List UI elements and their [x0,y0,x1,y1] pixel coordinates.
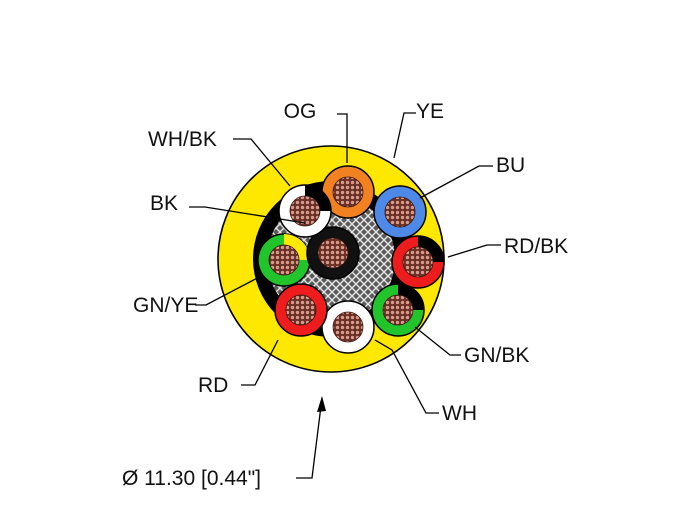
leader-line-gn-bk [414,326,461,356]
strands-rd [285,294,317,326]
leader-line-og [337,113,348,163]
conductor-gn-ye [257,233,311,287]
leader-line-bk [189,206,306,224]
conductor-group [257,165,445,354]
label-bk: BK [150,192,178,215]
diameter-label: Ø 11.30 [0.44"] [122,467,261,490]
leader-line-bu [419,165,493,199]
label-rd: RD [198,374,228,397]
leader-line-rd [241,339,279,386]
label-wh: WH [442,402,477,425]
label-bu: BU [496,154,525,177]
conductor-bu [373,185,427,239]
strands-bu [384,196,416,228]
label-group: OG BU RD/BK GN/BK WH RD GN/YE BK WH/BK YE [133,100,568,425]
label-gn-bk: GN/BK [464,344,529,367]
diameter-arrowhead [317,396,326,412]
strands-wh-bk [289,195,321,227]
strands-gn-bk [382,294,414,326]
leader-line-jacket [393,112,416,159]
conductor-wh [321,300,375,354]
label-rd-bk: RD/BK [504,235,568,258]
conductor-rd-bk [391,235,445,289]
strands-bk [317,237,349,269]
leader-line-group [189,112,501,414]
strands-gn-ye [268,244,300,276]
label-gn-ye: GN/YE [133,294,198,317]
strands-og [332,176,364,208]
conductor-wh-bk [278,184,332,238]
conductor-rd [274,283,328,337]
diameter-leader-line [296,397,323,479]
label-og: OG [284,100,317,123]
conductor-gn-bk [371,283,425,337]
strands-rd-bk [402,246,434,278]
leader-line-wh-bk [233,138,291,187]
strands-wh [332,311,364,343]
conductor-og [321,165,375,219]
leader-line-wh [374,339,439,414]
label-jacket: YE [416,100,444,123]
label-wh-bk: WH/BK [148,128,217,151]
leader-line-rd-bk [447,244,501,258]
conductor-bk [306,226,360,280]
leader-line-gn-ye [195,274,264,306]
